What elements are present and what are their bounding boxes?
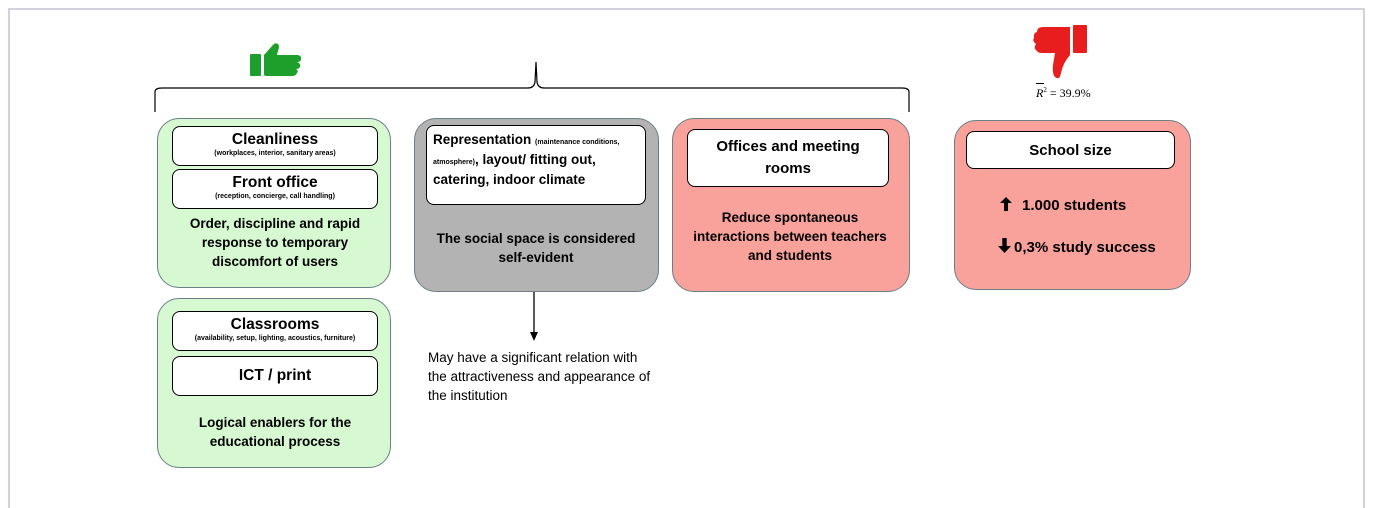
school-size-box: School size — [966, 131, 1175, 169]
ict-print-title: ICT / print — [238, 367, 312, 384]
offices-title: Offices and meeting rooms — [716, 138, 860, 177]
offices-box: Offices and meeting rooms — [687, 129, 889, 187]
representation-detail: (maintenance conditions, atmosphere) — [433, 139, 620, 166]
representation-box: Representation (maintenance conditions, … — [426, 125, 646, 205]
classrooms-title: Classrooms — [230, 316, 320, 333]
ict-print-box: ICT / print — [172, 356, 378, 396]
r-squared-label: R2 = 39.9% — [1036, 83, 1091, 101]
thumbs-up-icon — [250, 43, 302, 76]
classrooms-subtitle: (availability, setup, lighting, acoustic… — [194, 335, 356, 342]
arrow-down-icon — [530, 292, 538, 341]
order-discipline-caption: Order, discipline and rapid response to … — [189, 216, 361, 269]
attractiveness-note: May have a significant relation with the… — [428, 350, 651, 403]
cleanliness-subtitle: (workplaces, interior, sanitary areas) — [214, 150, 336, 157]
figure-frame — [8, 8, 1365, 508]
representation-title: Representation — [433, 132, 532, 147]
study-success-text: 0,3% study success — [1014, 239, 1156, 256]
offices-caption: Reduce spontaneous interactions between … — [693, 210, 887, 263]
representation-card: Representation (maintenance conditions, … — [414, 118, 659, 292]
arrow-down-bold-icon — [998, 238, 1011, 253]
arrow-up-icon — [1000, 197, 1012, 211]
school-size-card: School size 1.000 students 0,3% study su… — [954, 120, 1191, 290]
front-office-title: Front office — [232, 174, 318, 191]
grouping-brace — [154, 61, 910, 112]
cleanliness-box: Cleanliness (workplaces, interior, sanit… — [172, 126, 378, 166]
offices-card: Offices and meeting rooms Reduce spontan… — [672, 118, 910, 292]
logical-enablers-caption: Logical enablers for the educational pro… — [198, 415, 352, 449]
social-space-caption: The social space is considered self-evid… — [436, 231, 636, 265]
school-size-title: School size — [1029, 142, 1112, 159]
front-office-box: Front office (reception, concierge, call… — [172, 169, 378, 209]
front-office-subtitle: (reception, concierge, call handling) — [215, 193, 335, 200]
cleanliness-title: Cleanliness — [231, 131, 319, 148]
classrooms-ict-card: Classrooms (availability, setup, lightin… — [157, 298, 391, 468]
study-success-line: 0,3% study success — [998, 238, 1156, 257]
students-line: 1.000 students — [1000, 197, 1126, 215]
students-text: 1.000 students — [1022, 197, 1127, 214]
classrooms-box: Classrooms (availability, setup, lightin… — [172, 311, 378, 351]
representation-rest: , layout/ fitting out, catering, indoor … — [433, 152, 596, 187]
thumbs-down-icon — [1033, 25, 1087, 79]
cleanliness-front-office-card: Cleanliness (workplaces, interior, sanit… — [157, 118, 391, 288]
